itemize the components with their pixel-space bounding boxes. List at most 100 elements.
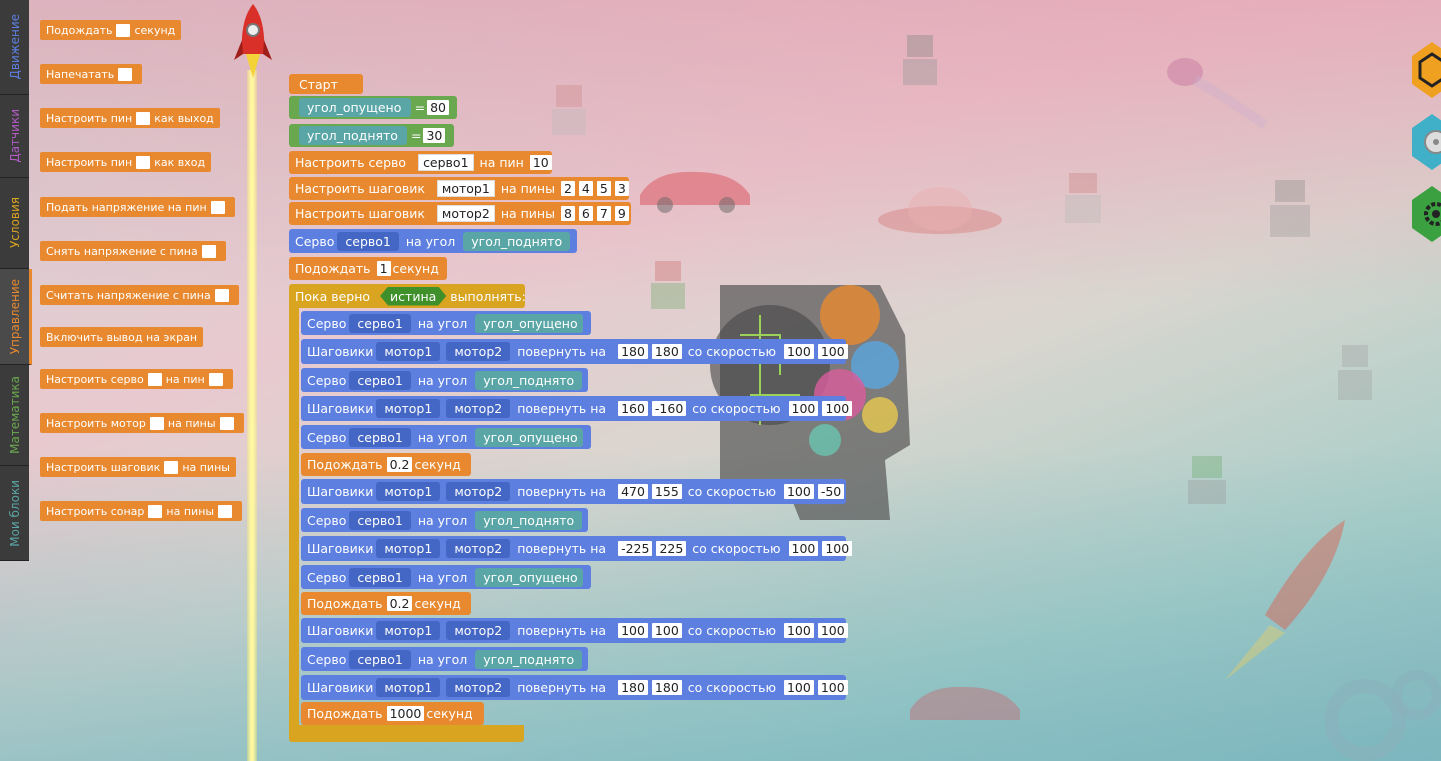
variable-dropdown[interactable]: угол_поднято (475, 510, 583, 530)
speed-input[interactable]: 100 (822, 541, 853, 556)
palette-slot[interactable] (201, 244, 216, 258)
motor-dropdown[interactable]: мотор2 (446, 539, 511, 558)
rotation-input[interactable]: 180 (651, 344, 682, 359)
servo-dropdown[interactable]: серво1 (349, 313, 411, 333)
rotation-input[interactable]: 100 (651, 623, 682, 638)
palette-print-block[interactable]: Напечатать (40, 64, 143, 84)
variable-dropdown[interactable]: угол_поднято (475, 370, 583, 390)
speed-input[interactable]: 100 (783, 623, 814, 638)
variable-dropdown[interactable]: угол_опущено (475, 567, 584, 587)
speed-input[interactable]: -50 (817, 484, 845, 499)
palette-slot[interactable] (219, 416, 234, 430)
variable-dropdown[interactable]: угол_опущено (475, 427, 584, 447)
servo-name-input[interactable]: серво1 (418, 154, 474, 171)
palette-slot[interactable] (164, 460, 179, 474)
seconds-input[interactable]: 1 (376, 261, 391, 276)
palette-slot[interactable] (116, 23, 131, 37)
motor-dropdown[interactable]: мотор1 (376, 539, 441, 558)
speed-input[interactable]: 100 (788, 401, 819, 416)
speed-input[interactable]: 100 (822, 401, 853, 416)
pin-input[interactable]: 3 (614, 181, 629, 196)
set-var-block[interactable]: угол_опущено = 80 (289, 96, 457, 119)
rotation-input[interactable]: -160 (651, 401, 687, 416)
hex-button-disc-icon[interactable] (1412, 114, 1441, 170)
rotation-input[interactable]: 155 (651, 484, 682, 499)
pin-input[interactable]: 10 (529, 155, 552, 170)
seconds-input[interactable]: 0.2 (386, 457, 413, 472)
motor-dropdown[interactable]: мотор2 (446, 482, 511, 501)
variable-dropdown[interactable]: угол_опущено (475, 313, 584, 333)
seconds-input[interactable]: 1000 (386, 706, 425, 721)
rocket-icon[interactable] (232, 2, 274, 80)
palette-slot[interactable] (148, 504, 163, 518)
hex-button-honeycomb-icon[interactable] (1412, 42, 1441, 98)
servo-dropdown[interactable]: серво1 (349, 567, 411, 587)
condition-true-block[interactable]: истина (380, 287, 446, 306)
while-loop-block[interactable]: Пока верно истина выполнять: (289, 284, 526, 308)
palette-slot[interactable] (118, 67, 133, 81)
tab-sensors[interactable]: Датчики (0, 95, 29, 178)
config-servo-block[interactable]: Настроить серво серво1 на пин 10 (289, 151, 552, 174)
palette-screen-block[interactable]: Включить вывод на экран (40, 327, 204, 347)
palette-slot[interactable] (147, 372, 162, 386)
config-stepper-block[interactable]: Настроить шаговик мотор1 на пины 2 4 5 3 (289, 177, 629, 200)
pin-input[interactable]: 4 (578, 181, 593, 196)
motor-dropdown[interactable]: мотор1 (376, 342, 441, 361)
pin-input[interactable]: 7 (596, 206, 611, 221)
palette-slot[interactable] (214, 288, 229, 302)
speed-input[interactable]: 100 (817, 623, 848, 638)
config-stepper-block[interactable]: Настроить шаговик мотор2 на пины 8 6 7 9 (289, 202, 631, 225)
rotation-input[interactable]: 100 (618, 623, 648, 638)
tab-motion[interactable]: Движение (0, 0, 29, 95)
palette-pin-high-block[interactable]: Подать напряжение на пин (40, 197, 235, 217)
palette-pin-low-block[interactable]: Снять напряжение с пина (40, 241, 226, 261)
seconds-input[interactable]: 0.2 (386, 596, 413, 611)
speed-input[interactable]: 100 (783, 484, 814, 499)
servo-dropdown[interactable]: серво1 (349, 649, 411, 669)
pin-input[interactable]: 9 (614, 206, 629, 221)
motor-dropdown[interactable]: мотор1 (376, 399, 441, 418)
wait-block[interactable]: Подождать 1 секунд (289, 257, 447, 280)
set-var-block[interactable]: угол_поднято = 30 (289, 124, 454, 147)
pin-input[interactable]: 2 (560, 181, 575, 196)
palette-slot[interactable] (136, 155, 151, 169)
pin-input[interactable]: 5 (596, 181, 611, 196)
servo-dropdown[interactable]: серво1 (337, 231, 399, 251)
rotation-input[interactable]: 180 (651, 680, 682, 695)
tab-my-blocks[interactable]: Мои блоки (0, 466, 29, 561)
motor-dropdown[interactable]: мотор1 (376, 621, 441, 640)
servo-dropdown[interactable]: серво1 (349, 370, 411, 390)
servo-angle-block[interactable]: Серво серво1 на угол угол_поднято (289, 229, 577, 253)
palette-slot[interactable] (149, 416, 164, 430)
servo-dropdown[interactable]: серво1 (349, 510, 411, 530)
palette-slot[interactable] (210, 200, 225, 214)
pin-input[interactable]: 6 (578, 206, 593, 221)
tab-conditions[interactable]: Условия (0, 178, 29, 269)
rotation-input[interactable]: 160 (618, 401, 648, 416)
start-block[interactable]: Старт (289, 74, 363, 94)
speed-input[interactable]: 100 (817, 680, 848, 695)
speed-input[interactable]: 100 (783, 344, 814, 359)
servo-dropdown[interactable]: серво1 (349, 427, 411, 447)
palette-pin-read-block[interactable]: Считать напряжение с пина (40, 285, 239, 305)
motor-dropdown[interactable]: мотор2 (446, 342, 511, 361)
rotation-input[interactable]: 470 (618, 484, 648, 499)
value-input[interactable]: 30 (423, 128, 446, 143)
